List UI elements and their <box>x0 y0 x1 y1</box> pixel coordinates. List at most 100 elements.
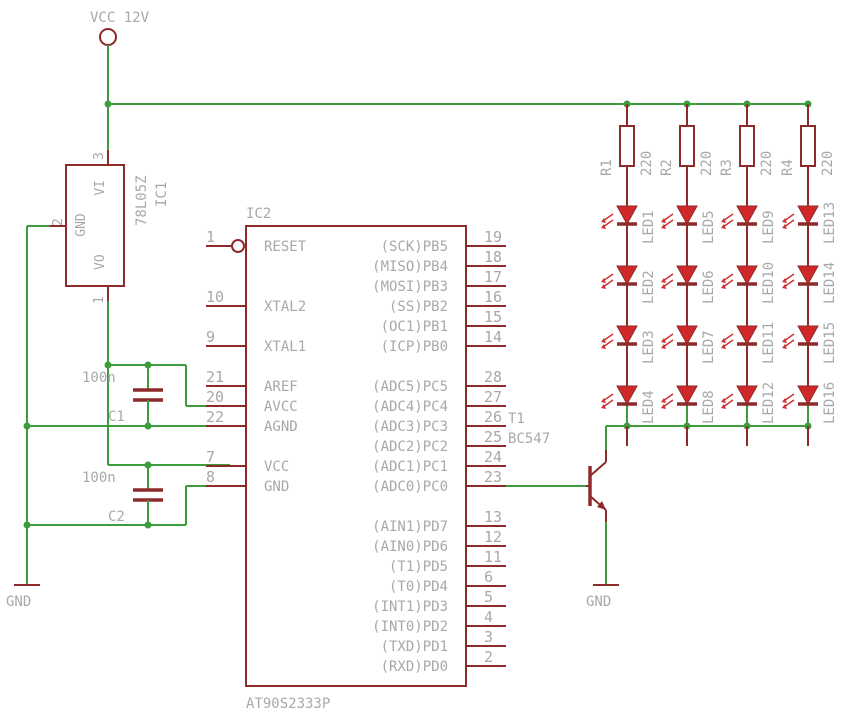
capacitor-c2: 100n C2 <box>82 465 163 525</box>
pin-label: (RXD)PD0 <box>381 659 448 675</box>
pin-label: XTAL1 <box>264 339 306 355</box>
pin-label: (AIN0)PD6 <box>372 539 448 555</box>
ic2-pin-oc1pb1: 15 (OC1)PB1 <box>381 308 506 335</box>
led: LED12 <box>721 382 777 446</box>
c2-name: C2 <box>108 509 125 525</box>
pin-number: 25 <box>484 428 502 446</box>
resistor-r2 <box>679 125 695 167</box>
pin-label: AGND <box>264 419 298 435</box>
led-icon <box>736 325 758 346</box>
pin-number: 12 <box>484 528 502 546</box>
vcc-terminal-icon <box>99 28 117 46</box>
pin-number: 11 <box>484 548 502 566</box>
led-name: LED4 <box>641 390 657 424</box>
ic2-pin-adc4pc4: 27 (ADC4)PC4 <box>372 388 506 415</box>
ic1-pin2: 2 <box>51 218 66 226</box>
pin-label: (ADC5)PC5 <box>372 379 448 395</box>
resistor-r3 <box>739 125 755 167</box>
t1-name: T1 <box>508 411 525 427</box>
pin-number: 27 <box>484 388 502 406</box>
capacitor-c1: 100n C1 <box>82 365 163 426</box>
pin-label: (ADC2)PC2 <box>372 439 448 455</box>
led-name: LED3 <box>641 330 657 364</box>
gnd-left-label: GND <box>6 594 31 610</box>
ic1-name: IC1 <box>154 182 170 207</box>
pin-number: 24 <box>484 448 502 466</box>
led-icon <box>797 385 819 406</box>
led: LED1 <box>601 205 657 266</box>
pin-number: 2 <box>484 648 493 666</box>
pin-label: (OC1)PB1 <box>381 319 448 335</box>
pin-number: 15 <box>484 308 502 326</box>
led: LED8 <box>661 385 717 446</box>
led-name: LED6 <box>701 270 717 304</box>
pin-label: (ADC4)PC4 <box>372 399 448 415</box>
resistor-name: R1 <box>599 159 615 176</box>
led-icon <box>797 205 819 226</box>
ic2-pin-t1pd5: 11(T1)PD5 <box>389 548 506 575</box>
ic2-pin-sspb2: 16 (SS)PB2 <box>389 288 506 315</box>
led-name: LED2 <box>641 270 657 304</box>
led: LED2 <box>601 265 657 326</box>
pin-number: 20 <box>206 388 224 406</box>
resistor-value: 220 <box>820 151 836 176</box>
pin-label: AREF <box>264 379 298 395</box>
pin-label: (ADC1)PC1 <box>372 459 448 475</box>
ic1-vo-label: VO <box>93 254 108 270</box>
ic2-pin-txdpd1: 3(TXD)PD1 <box>381 628 506 655</box>
led-name: LED8 <box>701 390 717 424</box>
pin-number: 28 <box>484 368 502 386</box>
resistor-value: 220 <box>759 151 775 176</box>
led: LED6 <box>661 265 717 326</box>
c1-value: 100n <box>82 370 116 386</box>
led: LED3 <box>601 325 657 386</box>
pin-number: 26 <box>484 408 502 426</box>
ic1-value: 78L05Z <box>134 175 150 226</box>
pin-number: 9 <box>206 328 215 346</box>
led-icon <box>676 205 698 226</box>
ic1-pin1: 1 <box>92 296 107 304</box>
led-icon <box>797 325 819 346</box>
pin-label: XTAL2 <box>264 299 306 315</box>
pin-number: 16 <box>484 288 502 306</box>
pin-label: (MOSI)PB3 <box>372 279 448 295</box>
led-icon <box>736 385 758 406</box>
led-name: LED16 <box>822 382 838 424</box>
left-ground-rail: GND <box>6 225 50 610</box>
led-icon <box>736 205 758 226</box>
t1-value: BC547 <box>508 431 550 447</box>
resistor-name: R2 <box>659 159 675 176</box>
pin-label: (ICP)PB0 <box>381 339 448 355</box>
ic2-value: AT90S2333P <box>246 696 330 712</box>
c2-value: 100n <box>82 470 116 486</box>
pin-label: (ADC0)PC0 <box>372 479 448 495</box>
pin-label: GND <box>264 479 289 495</box>
led: LED4 <box>601 385 657 446</box>
led: LED15 <box>782 322 838 386</box>
pin-label: (T0)PD4 <box>389 579 448 595</box>
resistor-r4 <box>800 125 816 167</box>
c1-name: C1 <box>108 409 125 425</box>
pin-label: (MISO)PB4 <box>372 259 448 275</box>
pin-number: 5 <box>484 588 493 606</box>
led: LED16 <box>782 382 838 446</box>
ic2-pin-ain1pd7: 13(AIN1)PD7 <box>372 508 506 535</box>
ic1-gnd-label: GND <box>74 213 89 237</box>
pin-label: (SS)PB2 <box>389 299 448 315</box>
led: LED11 <box>721 322 777 386</box>
ic2-pin-int1pd3: 5 (INT1)PD3 <box>372 588 506 615</box>
led: LED5 <box>661 205 717 266</box>
pin-label: (INT1)PD3 <box>372 599 448 615</box>
led-icon <box>616 205 638 226</box>
ic2-microcontroller: IC2 AT90S2333P 1RESET10XTAL29XTAL121AREF… <box>206 206 506 712</box>
led-icon <box>616 385 638 406</box>
ic1-regulator: VI VO GND 78L05Z IC1 3 1 2 <box>50 150 170 304</box>
led-icon <box>797 265 819 286</box>
vcc-supply: VCC 12V <box>90 10 808 165</box>
